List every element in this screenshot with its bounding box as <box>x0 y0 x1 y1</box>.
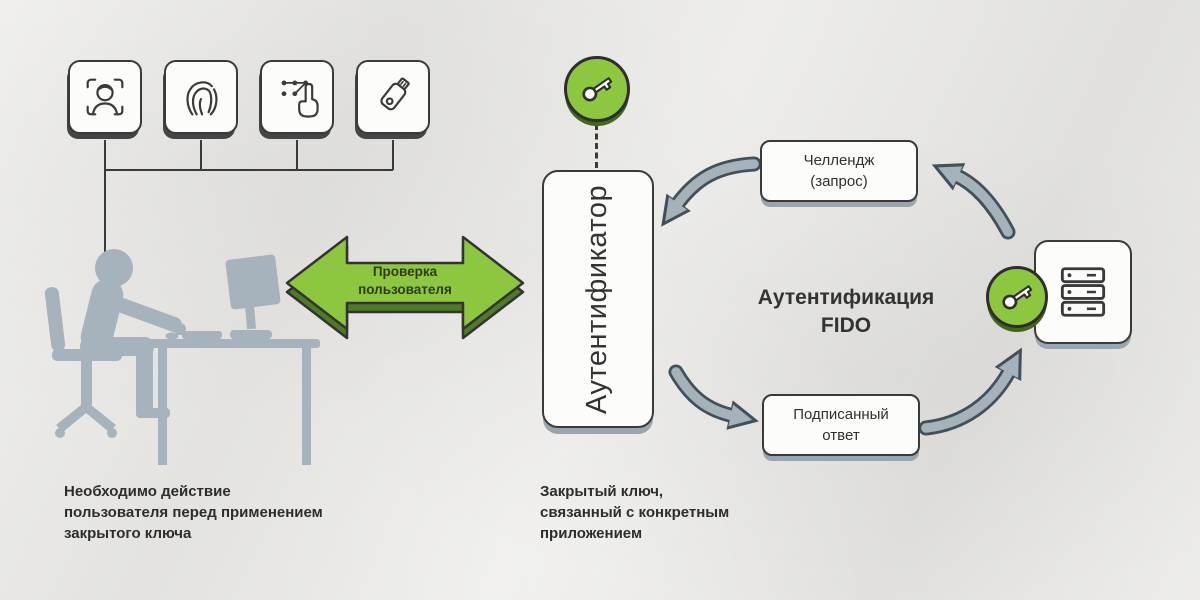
auth-method-tile-pin <box>260 60 334 134</box>
key-icon <box>1002 285 1033 310</box>
challenge-box: Челлендж (запрос) <box>760 140 918 202</box>
auth-method-tile-usb <box>356 60 430 134</box>
challenge-arrow-from-server <box>931 163 1016 240</box>
caption-user-action: Необходимо действие пользователя перед п… <box>64 483 323 542</box>
server-tile <box>1034 240 1132 344</box>
user-verification-label: Проверка пользователя <box>358 264 452 297</box>
private-key-badge <box>564 56 630 122</box>
fido-flow-title: Аутентификация FIDO <box>757 286 935 337</box>
key-to-authenticator-connector <box>595 124 598 168</box>
server-key-badge <box>986 266 1048 328</box>
response-arrow-to-server <box>918 347 1022 436</box>
caption-private-key: Закрытый ключ, связанный с конкретным пр… <box>540 483 730 542</box>
auth-methods-connector-lines <box>104 140 394 253</box>
authenticator-box: Аутентификатор <box>542 170 654 428</box>
user-verification-arrow <box>285 235 525 340</box>
authenticator-label: Аутентификатор <box>581 184 614 414</box>
challenge-arrow-to-authenticator <box>661 156 762 227</box>
face-recognition-icon <box>86 78 124 116</box>
response-arrow-from-authenticator <box>668 364 759 430</box>
server-icon <box>1060 267 1106 317</box>
auth-method-tile-face <box>68 60 142 134</box>
user-at-desk-illustration <box>44 249 320 465</box>
usb-key-icon <box>380 77 410 111</box>
auth-method-tile-fingerprint <box>164 60 238 134</box>
fingerprint-icon <box>186 81 218 116</box>
signed-response-box: Подписанный ответ <box>762 394 920 456</box>
pin-pattern-icon <box>281 80 319 118</box>
key-icon <box>582 77 613 102</box>
